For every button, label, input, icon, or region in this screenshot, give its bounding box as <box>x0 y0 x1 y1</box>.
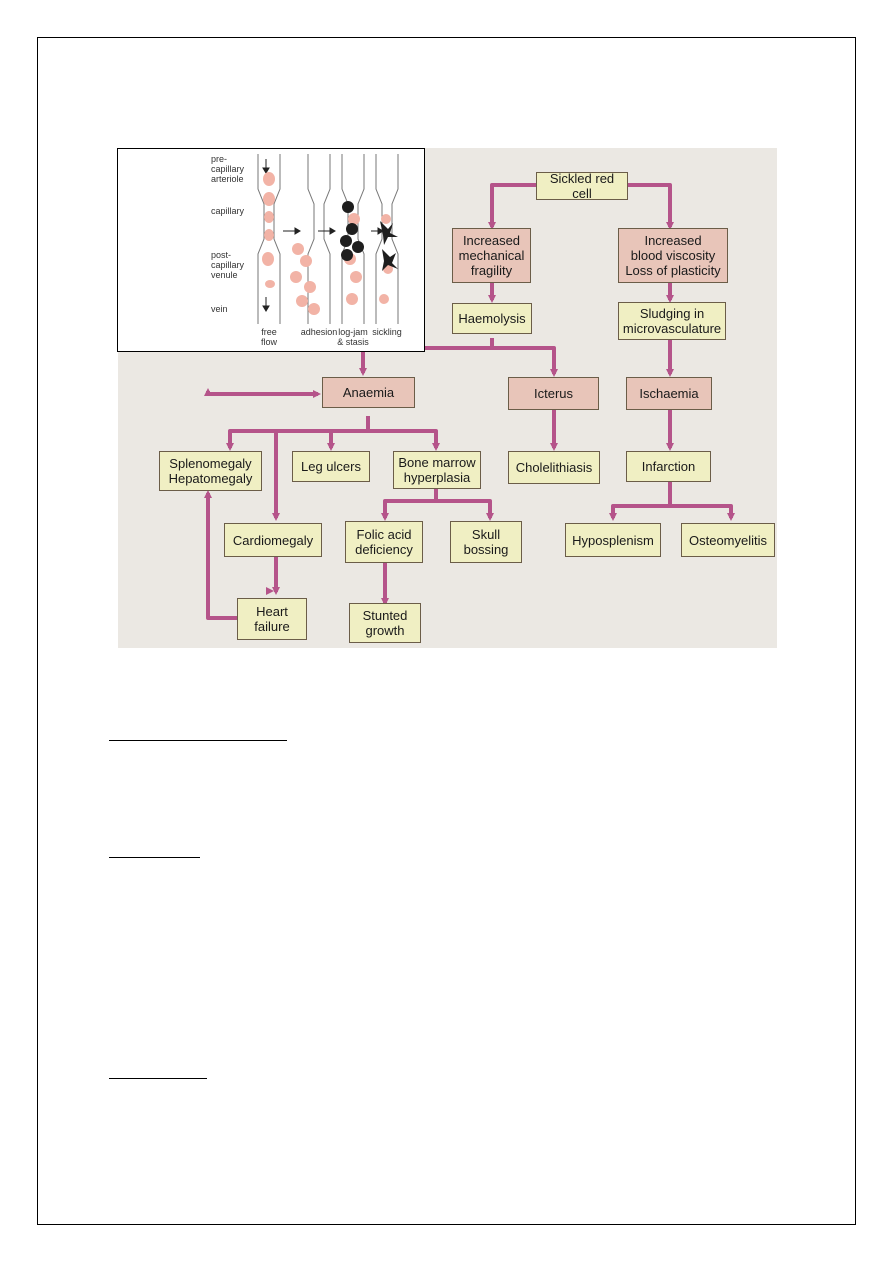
caption-free-flow: free flow <box>260 327 277 347</box>
caption-sickling: sickling <box>372 327 402 337</box>
caption-log-jam: log-jam & stasis <box>337 327 369 347</box>
node-bone-marrow: Bone marrow hyperplasia <box>393 451 481 489</box>
label-vein: vein <box>211 304 228 314</box>
node-heart-failure: Heart failure <box>237 598 307 640</box>
node-anaemia: Anaemia <box>322 377 415 408</box>
caption-adhesion: adhesion <box>300 327 338 337</box>
flow-arrows <box>204 183 735 620</box>
page-border <box>37 37 856 1225</box>
heading-underline-2 <box>109 857 200 858</box>
node-hyposplenism: Hyposplenism <box>565 523 661 557</box>
node-sickled-red-cell: Sickled red cell <box>536 171 628 201</box>
node-sludging: Sludging in microvasculature <box>618 302 726 340</box>
node-osteomyelitis: Osteomyelitis <box>681 523 775 557</box>
node-cholelithiasis: Cholelithiasis <box>508 451 600 484</box>
node-infarction: Infarction <box>626 451 711 482</box>
node-splenomegaly: Splenomegaly Hepatomegaly <box>159 451 262 491</box>
node-stunted-growth: Stunted growth <box>349 603 421 643</box>
node-leg-ulcers: Leg ulcers <box>292 451 370 482</box>
heading-underline-1 <box>109 740 287 741</box>
node-mechanical-fragility: Increased mechanical fragility <box>452 228 531 283</box>
node-folic-acid: Folic acid deficiency <box>345 521 423 563</box>
node-icterus: Icterus <box>508 377 599 410</box>
node-skull-bossing: Skull bossing <box>450 521 522 563</box>
label-postcapillary: post- capillary venule <box>211 250 245 280</box>
label-capillary: capillary <box>211 206 245 216</box>
node-cardiomegaly: Cardiomegaly <box>224 523 322 557</box>
pathogenesis-figure: Sickled red cell Increased mechanical fr… <box>118 148 777 648</box>
capillary-inset: pre- capillary arteriole capillary post-… <box>117 148 425 352</box>
node-haemolysis: Haemolysis <box>452 303 532 334</box>
heading-underline-3 <box>109 1078 207 1079</box>
label-precapillary: pre- capillary arteriole <box>211 154 245 184</box>
node-ischaemia: Ischaemia <box>626 377 712 410</box>
vessel-drawing <box>257 154 399 324</box>
node-blood-viscosity: Increased blood viscosity Loss of plasti… <box>618 228 728 283</box>
